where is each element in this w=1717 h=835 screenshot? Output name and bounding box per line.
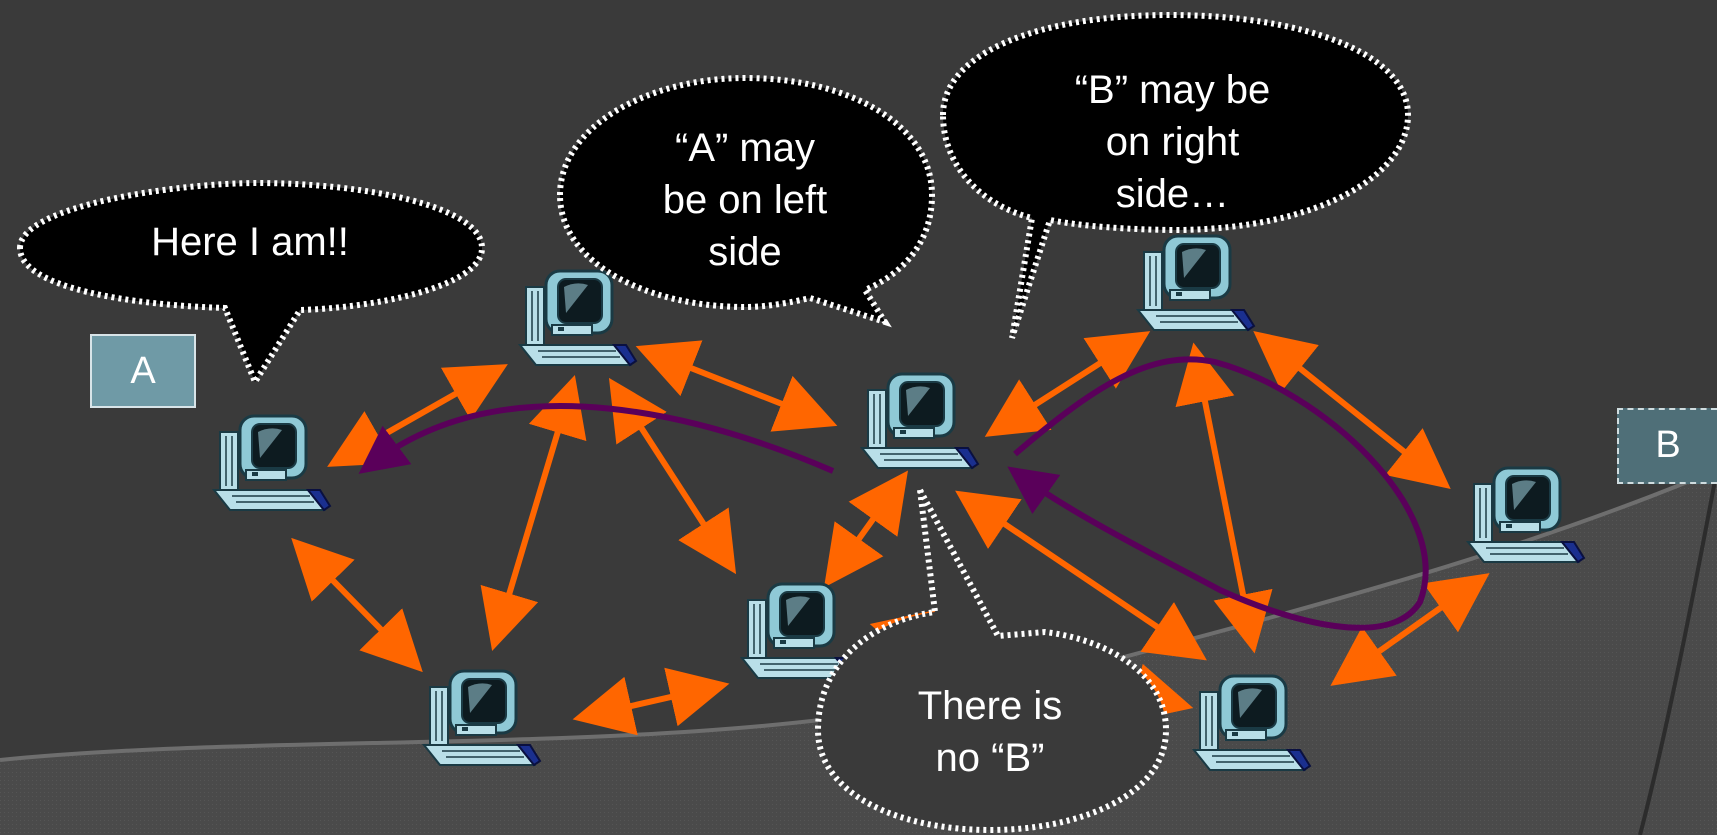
link-c6-c7	[1175, 342, 1273, 654]
link-c3-c5	[572, 667, 730, 736]
link-c1-c3	[291, 537, 423, 673]
link-c4-c6	[984, 331, 1151, 437]
computer-b	[1466, 466, 1586, 564]
bubble-no-b-text: There is no “B”	[917, 684, 1063, 780]
computer-4	[860, 372, 980, 470]
link-c4-c7	[955, 490, 1207, 661]
path-to-left	[358, 403, 835, 474]
computer-2	[518, 269, 638, 367]
corner-edge	[1638, 469, 1717, 835]
node-b-label: B	[1617, 408, 1717, 484]
path-right-loop	[1007, 356, 1429, 631]
link-c2-c5	[608, 377, 737, 575]
bubble-no-b	[814, 488, 1170, 834]
computer-6	[1136, 234, 1256, 332]
link-c2-c4	[635, 340, 838, 432]
link-c4-c5	[824, 470, 908, 588]
computer-3	[422, 669, 542, 767]
bubble-a-left	[556, 74, 936, 328]
bubble-b-right-text: “B” may be on right side…	[1074, 68, 1271, 216]
bubble-a-left-text: “A” may be on left side	[662, 126, 828, 274]
node-a-label: A	[90, 334, 196, 408]
link-c2-c3	[480, 375, 587, 651]
bubble-here	[16, 179, 486, 389]
bubble-b-right	[939, 11, 1412, 339]
computer-a	[212, 414, 332, 512]
link-c6-c8	[1253, 331, 1451, 489]
bubble-here-text: Here I am!!	[151, 220, 349, 264]
link-c7-c8	[1330, 573, 1490, 686]
